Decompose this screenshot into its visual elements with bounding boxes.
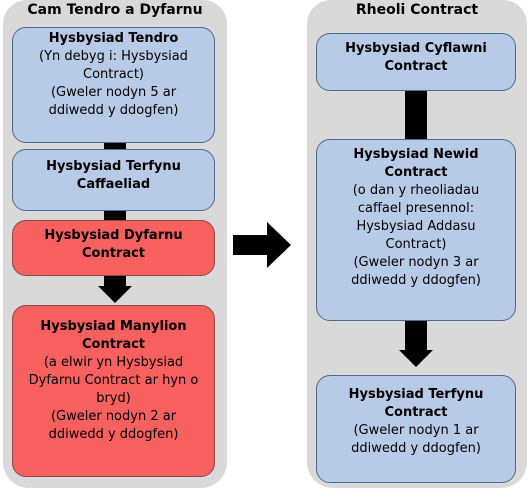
notice-box-contract-change: Hysbysiad Newid Contract (o dan y rheoli… [316,139,516,321]
notice-title-line: Hysbysiad Tendro [48,31,179,46]
notice-box-procurement-termination: Hysbysiad Terfynu Caffaeliad [12,149,215,211]
notice-body-line: ddiwedd y ddogfen) [48,103,179,118]
notice-title-line: Contract [384,405,448,420]
notice-body-line: (Gweler nodyn 3 ar [353,255,479,270]
notice-box-contract-termination: Hysbysiad Terfynu Contract (Gweler nodyn… [316,375,516,483]
down-arrow-icon [98,286,132,303]
notice-box-contract-award: Hysbysiad Dyfarnu Contract [12,220,215,276]
notice-title-line: Contract [81,246,146,261]
notice-title-line: Contract [384,59,448,74]
notice-body-line: Contract) [385,237,447,252]
notice-box-contract-details: Hysbysiad Manylion Contract (a elwir yn … [12,305,215,477]
notice-body-line: (a elwir yn Hysbysiad [43,355,184,370]
notice-box-contract-performance: Hysbysiad Cyflawni Contract [316,33,516,91]
notice-title-line: Hysbysiad Dyfarnu [44,228,183,243]
notice-body-line: (Yn debyg i: Hysbysiad [39,49,188,64]
panel-title: Cam Tendro a Dyfarnu [27,2,203,18]
notice-body-line: (Gweler nodyn 5 ar [50,85,177,100]
notice-body-line: ddiwedd y ddogfen) [351,273,481,288]
notice-box-tender: Hysbysiad Tendro (Yn debyg i: Hysbysiad … [12,27,215,143]
notice-body-line: Hysbysiad Addasu [356,219,476,234]
down-arrow-icon [399,350,433,367]
notice-body-line: Contract) [83,67,144,82]
notice-body-line: bryd) [96,391,131,406]
notice-title-line: Hysbysiad Terfynu [348,387,484,402]
notice-title-line: Caffaeliad [76,177,151,192]
notice-body-line: ddiwedd y ddogfen) [351,441,481,456]
notice-body-line: ddiwedd y ddogfen) [48,427,179,442]
notice-body-line: (Gweler nodyn 1 ar [353,423,479,438]
notice-title-line: Contract [384,165,448,180]
notice-title-line: Hysbysiad Manylion [40,319,187,334]
notice-title-line: Hysbysiad Terfynu [46,159,181,174]
notice-title-line: Contract [81,337,146,352]
notice-title-line: Hysbysiad Cyflawni [345,41,487,56]
panel-title: Rheoli Contract [355,2,479,18]
notice-body-line: Dyfarnu Contract ar hyn o [28,373,199,388]
notice-body-line: caffael presennol: [357,201,475,216]
right-arrow-icon [233,222,291,268]
notice-title-line: Hysbysiad Newid [353,147,479,162]
notice-body-line: (o dan y rheoliadau [352,183,480,198]
notice-body-line: (Gweler nodyn 2 ar [50,409,177,424]
